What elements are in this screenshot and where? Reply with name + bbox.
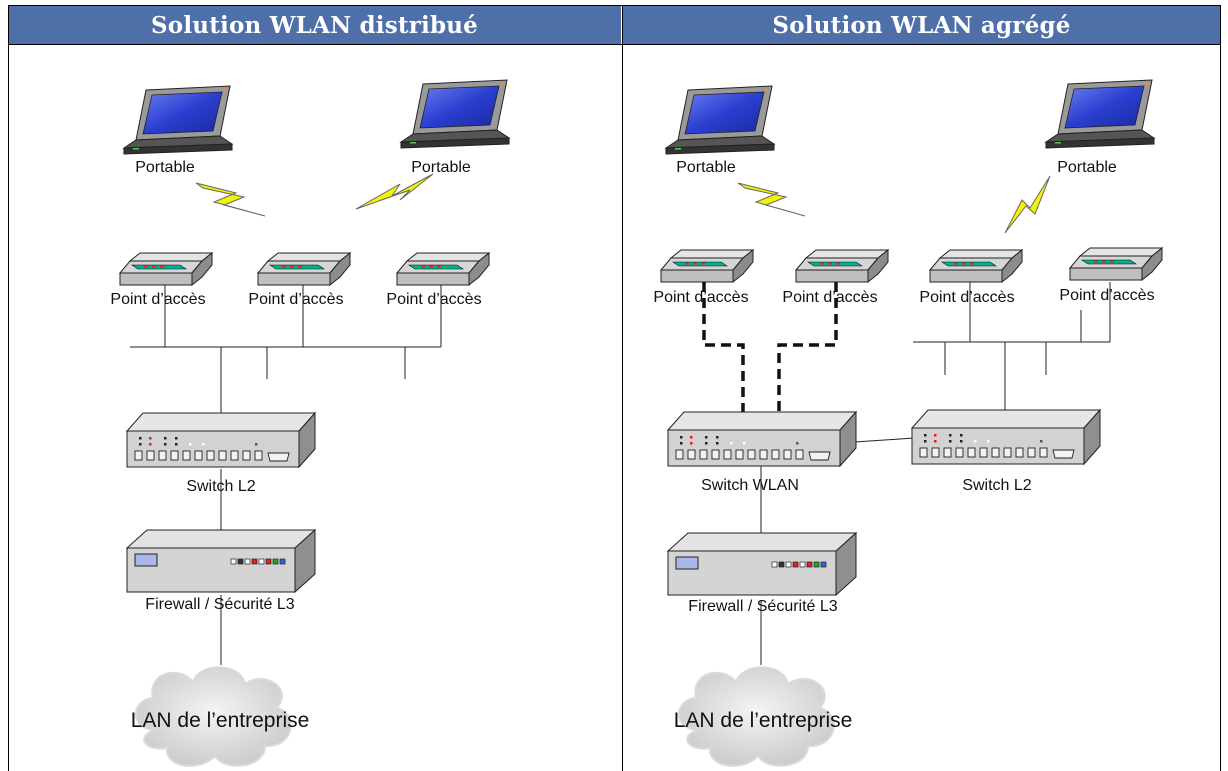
left-laptop-2-label: Portable: [411, 159, 471, 176]
left-wireless-link-1: [195, 182, 266, 217]
table-middle-border: [622, 5, 623, 771]
table-header-divider: [8, 44, 1221, 45]
left-ap-1-label: Point d’accès: [110, 291, 205, 308]
right-ap-2-label: Point d’accès: [782, 289, 877, 306]
left-switch-l2: [126, 412, 316, 468]
right-laptop-2-label: Portable: [1057, 159, 1117, 176]
right-access-point-2: [795, 249, 889, 283]
header-left: Solution WLAN distribué: [8, 6, 621, 44]
right-wlan-tunnels: [702, 282, 838, 412]
left-switch-label: Switch L2: [186, 478, 255, 495]
right-wireless-link-2: [1004, 175, 1051, 234]
left-ap-2-label: Point d’accès: [248, 291, 343, 308]
table-top-border: [8, 5, 1221, 6]
left-firewall-label: Firewall / Sécurité L3: [145, 596, 294, 613]
left-laptop-1-label: Portable: [135, 159, 195, 176]
left-access-point-3: [396, 252, 490, 286]
left-section: Portable Portable Point d’accès Point d’…: [110, 79, 510, 767]
left-ap-3-label: Point d’accès: [386, 291, 481, 308]
left-lan-label: LAN de l’entreprise: [131, 709, 310, 732]
left-wireless-link-2: [355, 173, 434, 210]
right-laptop-1: [665, 85, 775, 155]
right-access-point-3: [929, 249, 1023, 283]
left-bus: [130, 285, 442, 665]
left-access-point-1: [119, 252, 213, 286]
right-section: Portable Portable Point d’accès Point d’…: [653, 79, 1163, 767]
right-ap-4-label: Point d’accès: [1059, 287, 1154, 304]
right-bus: [760, 282, 1111, 665]
header-right: Solution WLAN agrégé: [623, 6, 1220, 44]
left-firewall: [126, 529, 316, 593]
right-switch-l2-label: Switch L2: [962, 477, 1031, 494]
right-laptop-1-label: Portable: [676, 159, 736, 176]
right-ap-1-label: Point d’accès: [653, 289, 748, 306]
right-switch-wlan-label: Switch WLAN: [701, 477, 799, 494]
table-right-border: [1220, 5, 1221, 771]
right-switch-wlan: [667, 411, 857, 467]
right-firewall-label: Firewall / Sécurité L3: [688, 598, 837, 615]
left-laptop-2: [400, 79, 510, 149]
right-ap-3-label: Point d’accès: [919, 289, 1014, 306]
right-wireless-link-1: [737, 182, 806, 217]
right-laptop-2: [1045, 79, 1155, 149]
table-left-border: [8, 5, 9, 771]
right-lan-label: LAN de l’entreprise: [674, 709, 853, 732]
right-firewall: [667, 532, 857, 596]
right-access-point-1: [660, 249, 754, 283]
left-access-point-2: [257, 252, 351, 286]
right-switch-l2: [911, 409, 1101, 465]
left-laptop-1: [123, 85, 233, 155]
right-access-point-4: [1069, 247, 1163, 281]
